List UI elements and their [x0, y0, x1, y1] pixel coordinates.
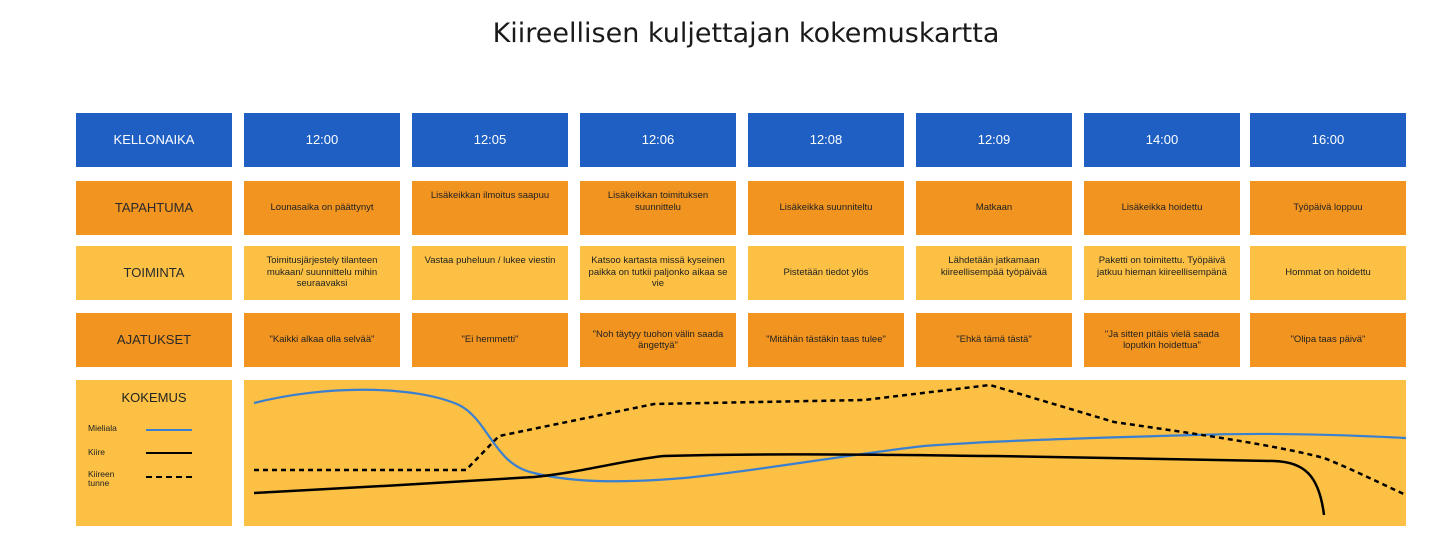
thought-cell: "Mitähän tästäkin taas tulee" [748, 313, 904, 367]
action-cell: Hommat on hoidettu [1250, 246, 1406, 300]
row-label-thoughts: AJATUKSET [76, 313, 232, 367]
time-cell: 12:00 [244, 113, 400, 167]
legend-swatch-busy [146, 452, 192, 454]
event-cell: Työpäivä loppuu [1250, 181, 1406, 235]
action-cell: Toimitusjärjestely tilanteen mukaan/ suu… [244, 246, 400, 300]
time-cell: 14:00 [1084, 113, 1240, 167]
event-cell: Lisäkeikkan ilmoitus saapuu [412, 181, 568, 235]
experience-chart [244, 380, 1406, 526]
legend-label-busy-feeling: Kiireen tunne [88, 469, 115, 488]
mood-curve [253, 388, 1406, 483]
time-cell: 12:06 [580, 113, 736, 167]
event-cell: Lisäkeikkan toimituksen suunnittelu [580, 181, 736, 235]
time-cell: 12:05 [412, 113, 568, 167]
event-cell: Lounasaika on päättynyt [244, 181, 400, 235]
action-cell: Vastaa puheluun / lukee viestin [412, 246, 568, 300]
busy-curve [253, 453, 1326, 516]
busy-feeling-curve [254, 383, 1406, 497]
action-cell: Katsoo kartasta missä kyseinen paikka on… [580, 246, 736, 300]
thought-cell: "Noh täytyy tuohon välin saada ängettyä" [580, 313, 736, 367]
action-cell: Lähdetään jatkamaan kiireellisempää työp… [916, 246, 1072, 300]
thought-cell: "Ei hemmetti" [412, 313, 568, 367]
time-cell: 12:09 [916, 113, 1072, 167]
row-label-time: KELLONAIKA [76, 113, 232, 167]
time-cell: 16:00 [1250, 113, 1406, 167]
thought-cell: "Olipa taas päivä" [1250, 313, 1406, 367]
row-label-experience: KOKEMUS [121, 390, 187, 405]
thought-cell: "Ja sitten pitäis vielä saada loputkin h… [1084, 313, 1240, 367]
legend-label-mood: Mieliala [88, 423, 117, 433]
thought-cell: "Ehkä tämä tästä" [916, 313, 1072, 367]
legend-label-busy: Kiire [88, 447, 106, 457]
event-cell: Lisäkeikka suunniteltu [748, 181, 904, 235]
legend-swatch-busy-feeling [146, 476, 192, 478]
time-cell: 12:08 [748, 113, 904, 167]
event-cell: Lisäkeikka hoidettu [1084, 181, 1240, 235]
action-cell: Pistetään tiedot ylös [748, 246, 904, 300]
page-title: Kiireellisen kuljettajan kokemuskartta [492, 18, 1000, 49]
action-cell: Paketti on toimitettu. Työpäivä jatkuu h… [1084, 246, 1240, 300]
row-label-action: TOIMINTA [76, 246, 232, 300]
row-label-event: TAPAHTUMA [76, 181, 232, 235]
legend-swatch-mood [146, 429, 192, 431]
event-cell: Matkaan [916, 181, 1072, 235]
experience-curves [253, 383, 1406, 516]
thought-cell: "Kaikki alkaa olla selvää" [244, 313, 400, 367]
experience-legend-panel: KOKEMUS Mieliala Kiire Kiireen tunne [76, 380, 232, 526]
